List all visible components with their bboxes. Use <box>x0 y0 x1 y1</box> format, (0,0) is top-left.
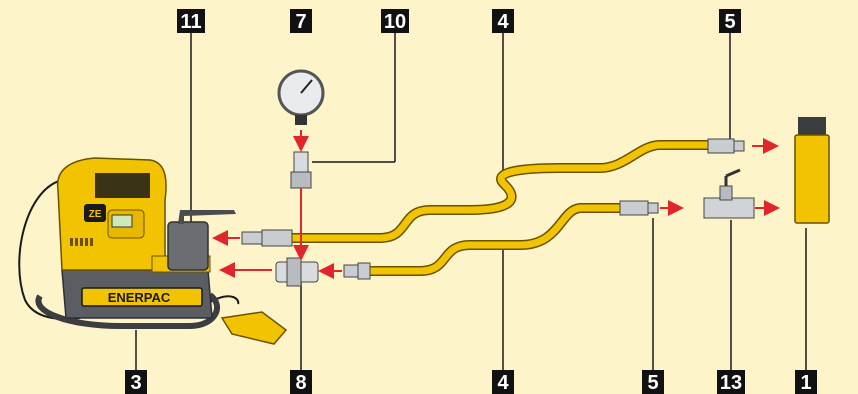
label-4-bottom: 4 <box>492 370 514 394</box>
flow-arrows <box>212 130 780 279</box>
hydraulic-cylinder-icon <box>794 117 830 224</box>
svg-text:4: 4 <box>497 11 509 33</box>
leader-lines <box>135 33 807 370</box>
pressure-gauge-icon <box>277 69 325 125</box>
label-13: 13 <box>717 370 745 394</box>
svg-text:5: 5 <box>724 11 735 33</box>
electric-pump-icon: ZE ENERPAC <box>35 157 236 329</box>
svg-text:11: 11 <box>180 11 201 33</box>
svg-text:1: 1 <box>800 372 811 394</box>
svg-text:5: 5 <box>647 372 658 394</box>
label-5-bottom: 5 <box>642 370 664 394</box>
gauge-adaptor-icon <box>290 151 312 189</box>
label-8: 8 <box>290 370 312 394</box>
label-11: 11 <box>177 9 205 33</box>
svg-text:10: 10 <box>384 11 406 33</box>
label-3: 3 <box>125 370 147 394</box>
svg-text:3: 3 <box>130 372 141 394</box>
label-1: 1 <box>795 370 817 394</box>
svg-text:13: 13 <box>720 372 742 394</box>
label-5-top: 5 <box>719 9 741 33</box>
hose-fittings <box>241 138 745 280</box>
svg-text:8: 8 <box>295 372 306 394</box>
svg-text:4: 4 <box>497 372 509 394</box>
needle-valve-icon <box>703 168 755 219</box>
enerpac-logo: ENERPAC <box>108 290 171 305</box>
hydraulic-hoses <box>287 140 713 276</box>
label-10: 10 <box>381 9 409 33</box>
foot-pedal-icon <box>209 295 288 345</box>
coupler-8-icon <box>275 257 319 287</box>
label-4-top: 4 <box>492 9 514 33</box>
label-7: 7 <box>290 9 312 33</box>
pump-display-text: ZE <box>89 209 102 220</box>
svg-text:7: 7 <box>295 11 306 33</box>
